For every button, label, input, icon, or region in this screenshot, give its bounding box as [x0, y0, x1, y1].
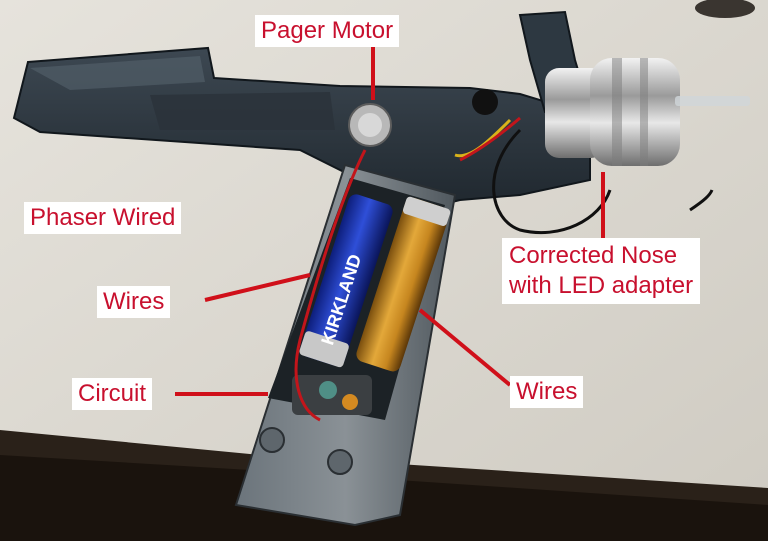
label-phaser-wired: Phaser Wired: [24, 202, 182, 234]
leader-lines: [175, 47, 605, 396]
grip-screw-boss: [327, 449, 353, 475]
label-wires-right: Wires: [510, 376, 584, 408]
photo-wires: [294, 116, 714, 422]
grip-screw-boss: [259, 427, 285, 453]
leader-line-wires-right: [418, 308, 512, 387]
label-circuit: Circuit: [72, 378, 153, 410]
leader-line-wires-left: [204, 273, 311, 302]
background-object: [695, 0, 755, 18]
chrome-nose: [545, 58, 750, 166]
label-corrected-nose-line2: with LED adapter: [509, 272, 694, 299]
battery-gold: [356, 196, 451, 372]
label-pager-motor: Pager Motor: [255, 15, 400, 47]
small-component: [472, 89, 498, 115]
label-corrected-nose-line1: Corrected Nose: [509, 242, 678, 269]
label-wires-left: Wires: [97, 286, 171, 318]
label-corrected-nose: Corrected Nose with LED adapter: [502, 238, 701, 304]
